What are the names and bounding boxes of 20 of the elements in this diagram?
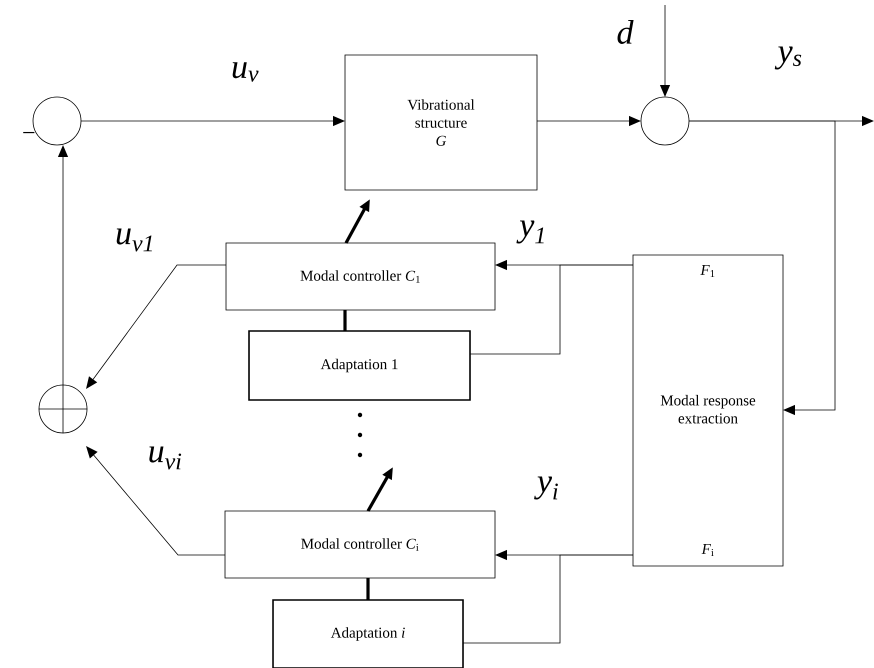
block-box: Modal controller C$_{i}$	[224, 510, 496, 578]
block-box: Modal controller C$_{1}$	[226, 242, 496, 310]
edge-label: y$_{s}$	[774, 46, 802, 70]
block-box: Adaptation i	[272, 599, 464, 668]
block-box: Adaptation 1	[248, 330, 471, 401]
arrow	[86, 446, 226, 556]
summing-junction	[640, 96, 690, 146]
sign-label: −	[23, 132, 34, 134]
summing-junction	[38, 384, 88, 434]
arrow	[86, 264, 226, 389]
edge-label: u$_{v1}$	[116, 228, 152, 252]
edge-label: u$_{v}$	[232, 62, 259, 82]
edge-label: y$_{i}$	[534, 476, 558, 500]
block-box: F$_{1}$ Modal response extraction F$_{i}$	[632, 254, 784, 566]
edge-label: u$_{vi}$	[149, 446, 182, 470]
block-box: Vibrational structure G	[344, 54, 538, 190]
edge-label: d	[618, 20, 634, 44]
edge-label: y$_{1}$	[516, 220, 544, 244]
summing-junction	[32, 96, 82, 146]
arrow	[688, 120, 836, 416]
